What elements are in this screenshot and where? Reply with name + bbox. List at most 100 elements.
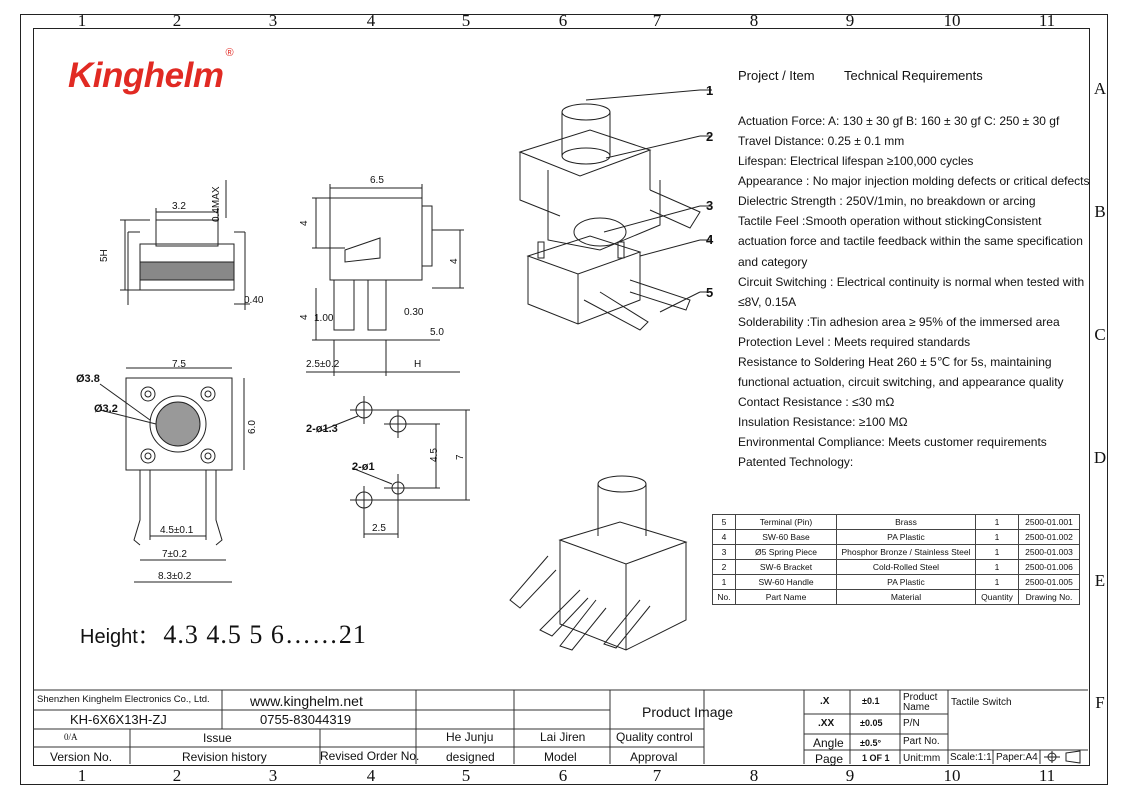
- table-row: 3 Ø5 Spring Piece Phosphor Bronze / Stai…: [712, 544, 1080, 560]
- bom-cell: Ø5 Spring Piece: [735, 544, 837, 560]
- grid-col-8: 8: [749, 11, 759, 30]
- dim-3-2: 3.2: [172, 201, 186, 212]
- grid-col-7: 7: [652, 766, 662, 785]
- title-block-lines: [33, 689, 1088, 764]
- grid-col-9: 9: [845, 766, 855, 785]
- callout-5: 5: [706, 285, 714, 300]
- grid-col-7: 7: [652, 11, 662, 30]
- bom-cell: 1: [975, 559, 1019, 575]
- callout-4: 4: [706, 232, 714, 247]
- bom-header: Quantity: [975, 589, 1019, 605]
- company-name: Shenzhen Kinghelm Electronics Co., Ltd.: [37, 694, 210, 705]
- bom-cell: 2500-01.001: [1018, 514, 1080, 530]
- bom-cell: 2500-01.002: [1018, 529, 1080, 545]
- grid-col-3: 3: [268, 766, 278, 785]
- bom-cell: 2500-01.006: [1018, 559, 1080, 575]
- requirements-title-right: Technical Requirements: [844, 68, 983, 83]
- dim-7-5: 7.5: [172, 359, 186, 370]
- quality-control: Quality control: [616, 730, 693, 744]
- height-row: Height： 4.3 4.5 5 6……21: [80, 620, 367, 650]
- dim-0-40: 0.40: [244, 295, 264, 306]
- dim-1-00: 1.00: [314, 313, 334, 324]
- page-label: Page: [815, 752, 844, 766]
- tol-x: .X: [820, 696, 830, 707]
- req-line: Resistance to Soldering Heat 260 ± 5℃ fo…: [738, 355, 1052, 369]
- product-view-drawing: [509, 475, 688, 651]
- callout-1: 1: [706, 83, 714, 98]
- bom-cell: 4: [712, 529, 736, 545]
- req-line: Patented Technology:: [738, 455, 854, 469]
- req-line: Lifespan: Electrical lifespan ≥100,000 c…: [738, 154, 974, 168]
- revised-order-label: Revised Order No.: [320, 749, 420, 763]
- grid-col-10: 10: [943, 766, 961, 785]
- grid-row-a: A: [1093, 79, 1107, 98]
- bom-cell: 2: [712, 559, 736, 575]
- callout-3: 3: [706, 198, 714, 213]
- dim-8-3-tol: 8.3±0.2: [158, 571, 192, 582]
- top-view-drawing: [99, 367, 245, 583]
- grid-col-6: 6: [558, 766, 568, 785]
- exploded-view-drawing: [518, 103, 701, 331]
- dim-h: H: [414, 359, 422, 370]
- req-line: Tactile Feel :Smooth operation without s…: [738, 214, 1042, 228]
- inner-border: [33, 28, 1090, 766]
- designed-label: designed: [446, 750, 495, 764]
- product-name-label: Product Name: [903, 692, 938, 713]
- bom-table: 5 Terminal (Pin) Brass 1 2500-01.001 4 S…: [712, 514, 1080, 605]
- grid-col-5: 5: [461, 766, 471, 785]
- requirements-title-left: Project / Item: [738, 68, 815, 83]
- dim-6-0: 6.0: [247, 420, 258, 434]
- bom-cell: 1: [975, 544, 1019, 560]
- grid-col-9: 9: [845, 11, 855, 30]
- grid-col-1: 1: [77, 11, 87, 30]
- bom-header: Drawing No.: [1018, 589, 1080, 605]
- bom-cell: 1: [975, 574, 1019, 590]
- dim-0-4max: 0.4MAX: [211, 186, 222, 222]
- dim-2-phi-1: 2-ø1: [352, 461, 375, 473]
- req-line: functional actuation, circuit switching,…: [738, 375, 1064, 389]
- tol-xx-val: ±0.05: [860, 718, 883, 728]
- dim-4-5-tol: 4.5±0.1: [160, 525, 194, 536]
- height-label: Height：: [80, 626, 158, 648]
- dim-4-top: 4: [299, 220, 310, 226]
- callout-leaders: [585, 89, 712, 313]
- grid-row-d: D: [1093, 448, 1107, 467]
- bom-cell: PA Plastic: [836, 574, 976, 590]
- approval-label: Approval: [630, 750, 678, 764]
- kinghelm-logo: Kinghelm®: [68, 47, 234, 96]
- bom-cell: SW-60 Handle: [735, 574, 837, 590]
- phone: 0755-83044319: [260, 712, 352, 727]
- req-line: actuation force and tactile feedback wit…: [738, 234, 1083, 248]
- grid-row-b: B: [1094, 202, 1106, 221]
- dim-2-phi-1-3: 2-ø1.3: [306, 423, 338, 435]
- table-row: 1 SW-60 Handle PA Plastic 1 2500-01.005: [712, 574, 1080, 590]
- revision-history-label: Revision history: [182, 750, 267, 764]
- grid-col-4: 4: [366, 766, 376, 785]
- website: www.kinghelm.net: [250, 693, 363, 709]
- grid-col-2: 2: [172, 11, 182, 30]
- angle-val: ±0.5°: [860, 738, 882, 748]
- bom-cell: Terminal (Pin): [735, 514, 837, 530]
- model-name: Lai Jiren: [540, 730, 586, 744]
- pn-label: P/N: [903, 718, 920, 729]
- grid-col-8: 8: [749, 766, 759, 785]
- dim-2-5-tol: 2.5±0.2: [306, 359, 340, 370]
- grid-col-2: 2: [172, 766, 182, 785]
- grid-row-e: E: [1094, 571, 1106, 590]
- dim-5-0: 5.0: [430, 327, 444, 338]
- req-line: ≤8V, 0.15A: [738, 295, 797, 309]
- req-line: and category: [738, 255, 808, 269]
- bom-cell: 2500-01.005: [1018, 574, 1080, 590]
- tol-x-val: ±0.1: [862, 696, 880, 706]
- req-line: Environmental Compliance: Meets customer…: [738, 435, 1047, 449]
- scale-label: Scale:1:1: [950, 752, 992, 763]
- bom-cell: 5: [712, 514, 736, 530]
- bom-cell: PA Plastic: [836, 529, 976, 545]
- dim-0-30: 0.30: [404, 307, 424, 318]
- dim-4-5: 4.5: [429, 448, 440, 462]
- version-value: 0/A: [64, 732, 78, 742]
- grid-col-3: 3: [268, 11, 278, 30]
- part-code: KH-6X6X13H-ZJ: [70, 712, 167, 727]
- grid-col-10: 10: [943, 11, 961, 30]
- unit-label: Unit:mm: [903, 753, 941, 764]
